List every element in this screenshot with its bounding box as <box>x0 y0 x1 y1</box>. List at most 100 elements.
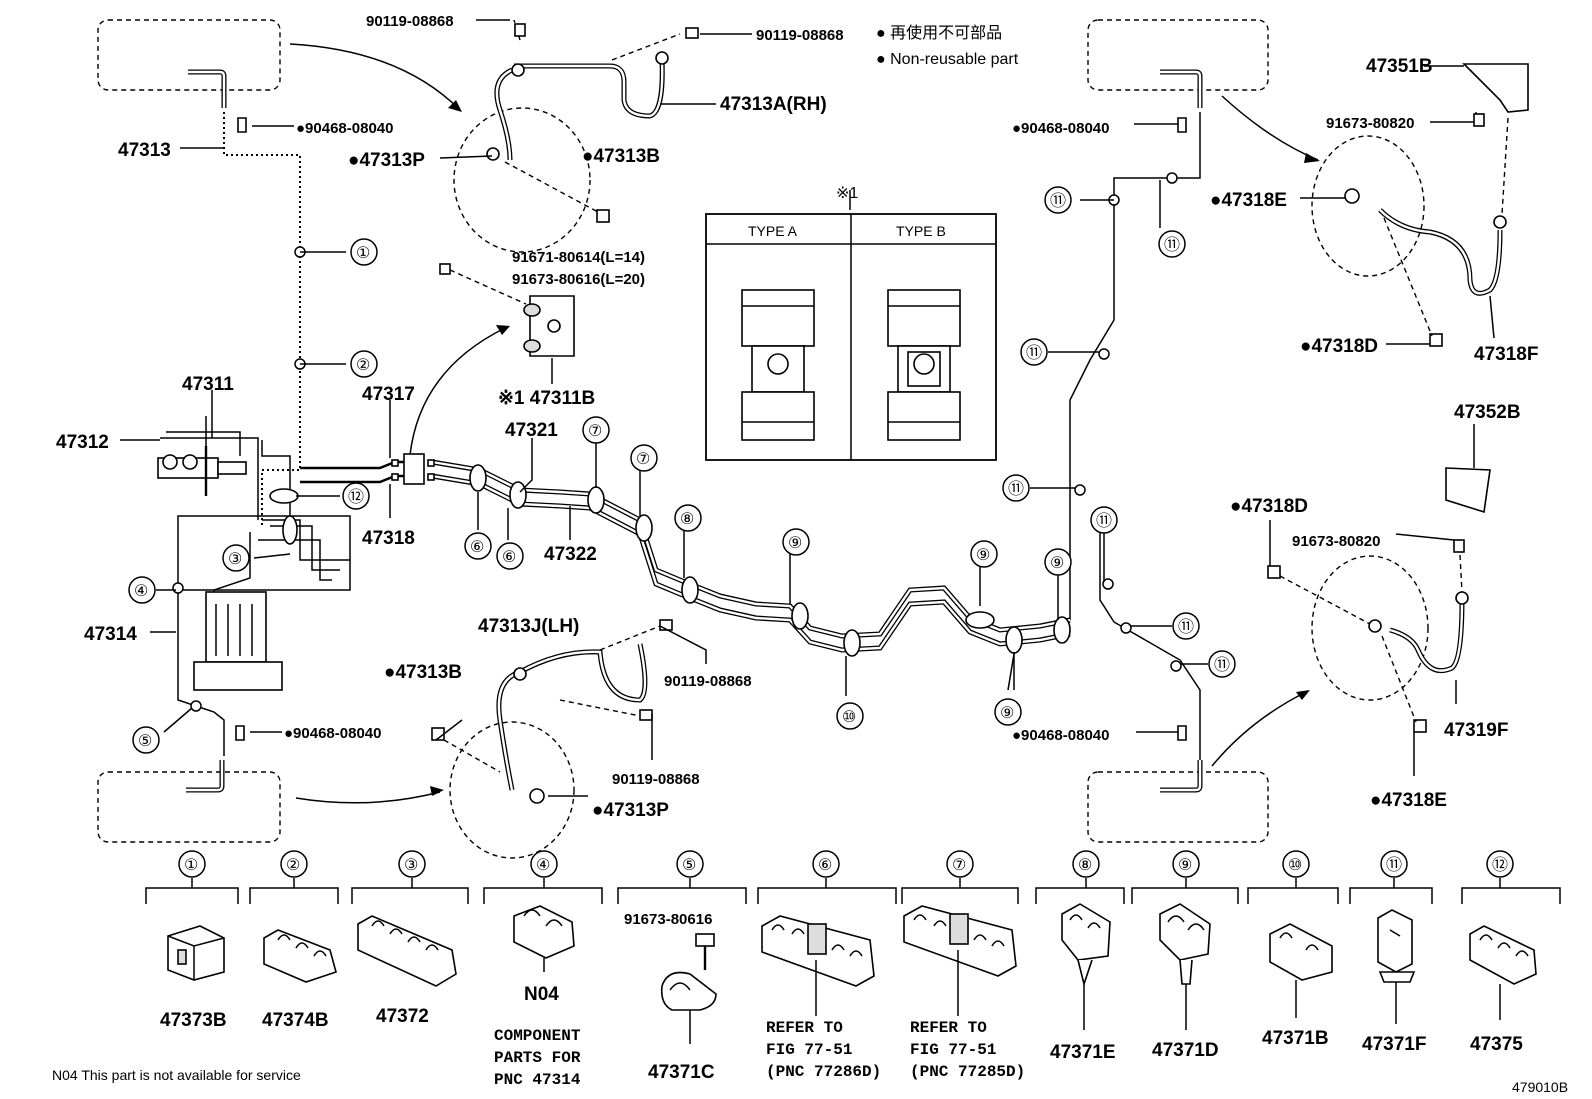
callout-11c: ⑪ <box>1026 344 1042 362</box>
footnote: N04 This part is not available for servi… <box>52 1067 301 1083</box>
callouts: ① ② ③ ④ ⑤ ⑫ ⑥ ⑥ ⑦ ⑦ ⑧ ⑨ ⑨ ⑨ ⑨ ⑩ ⑪ ⑪ ⑪ ⑪ … <box>128 186 1236 754</box>
clamp-note-7-line3: (PNC 77285D) <box>910 1063 1025 1081</box>
label-90468-top-right: ●90468-08040 <box>1012 120 1109 137</box>
label-90119-top-right: 90119-08868 <box>756 27 844 44</box>
bracket-47311B <box>439 263 575 384</box>
label-91673-616: 91673-80616(L=20) <box>512 271 645 288</box>
callout-12: ⑫ <box>348 488 364 506</box>
svg-text:⑥: ⑥ <box>818 857 832 874</box>
callout-2: ② <box>356 357 370 374</box>
detail-front-right <box>1311 63 1529 347</box>
label-47351B: 47351B <box>1366 56 1433 77</box>
label-90468-bot-right: ●90468-08040 <box>1012 727 1109 744</box>
svg-text:⑨: ⑨ <box>1178 857 1192 874</box>
callout-3: ③ <box>228 551 242 568</box>
label-47311: 47311 <box>182 374 234 395</box>
clamp-N04 <box>513 905 575 972</box>
master-cylinder <box>157 416 247 496</box>
part-labels: 90119-08868 90119-08868 47313A(RH) ●9046… <box>56 13 1538 821</box>
clamp-num-6: ⑥ <box>812 850 840 878</box>
clamp-ref-6 <box>761 915 875 1016</box>
detail-front-left <box>453 19 699 253</box>
label-90119-mid: 90119-08868 <box>664 673 752 690</box>
label-47318: 47318 <box>362 528 415 549</box>
callout-9d: ⑨ <box>1000 705 1014 722</box>
callout-11d: ⑪ <box>1008 480 1024 498</box>
svg-text:⑤: ⑤ <box>682 857 696 874</box>
figure-id: 479010B <box>1512 1079 1568 1095</box>
label-47352B: 47352B <box>1454 402 1521 423</box>
clamp-note-6-line2: FIG 77-51 <box>766 1041 852 1059</box>
label-47318D-top: ●47318D <box>1300 336 1378 357</box>
type-b-clamp <box>887 289 961 441</box>
clamp-note-7-line2: FIG 77-51 <box>910 1041 996 1059</box>
clamp-label-N04: N04 <box>524 984 559 1005</box>
type-a-label: TYPE A <box>748 223 798 239</box>
callout-5: ⑤ <box>138 733 152 750</box>
type-table-marker: ※1 <box>836 185 858 202</box>
label-47318E-top: ●47318E <box>1210 190 1287 211</box>
callout-11f: ⑪ <box>1178 618 1194 636</box>
detail-rear-right <box>1267 467 1491 733</box>
svg-text:③: ③ <box>404 857 418 874</box>
leader-lines <box>120 19 1495 797</box>
clamp-note-4-line2: PARTS FOR <box>494 1049 581 1067</box>
type-table: ※1 TYPE A TYPE B <box>705 185 997 461</box>
callout-6a: ⑥ <box>470 539 484 556</box>
wheel-box-rear-right <box>1087 760 1269 843</box>
detail-rear-left <box>431 619 673 859</box>
svg-text:①: ① <box>184 857 198 874</box>
clamp-47373B <box>167 925 225 981</box>
label-90119-top-left: 90119-08868 <box>366 13 454 30</box>
label-47313J: 47313J(LH) <box>478 616 579 637</box>
clamp-label-47371E: 47371E <box>1050 1042 1116 1063</box>
clamp-47374B <box>263 929 337 983</box>
clamp-catalog: ① ② ③ ④ ⑤ ⑥ ⑦ ⑧ ⑨ ⑩ ⑪ ⑫ <box>145 850 1561 1089</box>
clamp-47371E <box>1061 903 1111 1030</box>
svg-text:⑩: ⑩ <box>1288 857 1302 874</box>
callout-11a: ⑪ <box>1050 192 1066 210</box>
callout-9c: ⑨ <box>1050 555 1064 572</box>
callout-8: ⑧ <box>680 511 694 528</box>
clamp-num-10: ⑩ <box>1282 850 1310 878</box>
label-47322: 47322 <box>544 544 597 565</box>
clamp-num-11: ⑪ <box>1380 850 1408 878</box>
clamp-num-2: ② <box>280 850 308 878</box>
label-47318E-bot: ●47318E <box>1370 790 1447 811</box>
clamp-label-47373B: 47373B <box>160 1010 227 1031</box>
svg-text:⑧: ⑧ <box>1078 857 1092 874</box>
svg-text:②: ② <box>286 857 300 874</box>
clip-fittings <box>235 117 1187 741</box>
svg-text:④: ④ <box>536 857 550 874</box>
callout-7a: ⑦ <box>588 423 602 440</box>
legend: ● 再使用不可部品 ● Non-reusable part <box>876 24 1019 68</box>
label-47313B-bot: ●47313B <box>384 662 462 683</box>
clamp-note-4-line1: COMPONENT <box>494 1027 581 1045</box>
clamp-47371B <box>1269 923 1333 1018</box>
label-47321: 47321 <box>505 420 558 441</box>
clamp-num-4: ④ <box>530 850 558 878</box>
clamp-label-91673-80616: 91673-80616 <box>624 911 712 928</box>
clamp-47372 <box>357 915 457 987</box>
label-47313P-bot: ●47313P <box>592 800 669 821</box>
clamp-label-47374B: 47374B <box>262 1010 329 1031</box>
connector-47317 <box>391 453 435 485</box>
callout-11e: ⑪ <box>1096 512 1112 530</box>
callout-11g: ⑪ <box>1214 656 1230 674</box>
clamp-num-9: ⑨ <box>1172 850 1200 878</box>
clamp-num-7: ⑦ <box>946 850 974 878</box>
label-47318F: 47318F <box>1474 344 1538 365</box>
label-47319F: 47319F <box>1444 720 1508 741</box>
callout-1: ① <box>356 245 370 262</box>
callout-6b: ⑥ <box>502 549 516 566</box>
label-91673-820-bot: 91673-80820 <box>1292 533 1380 550</box>
clamp-num-5: ⑤ <box>676 850 704 878</box>
clamp-num-1: ① <box>178 850 206 878</box>
clamp-label-47371D: 47371D <box>1152 1040 1219 1061</box>
clamp-label-47371C: 47371C <box>648 1062 715 1083</box>
callout-9a: ⑨ <box>788 535 802 552</box>
label-47314: 47314 <box>84 624 137 645</box>
arrows <box>289 43 1320 804</box>
label-47311B: ※1 47311B <box>498 388 595 409</box>
